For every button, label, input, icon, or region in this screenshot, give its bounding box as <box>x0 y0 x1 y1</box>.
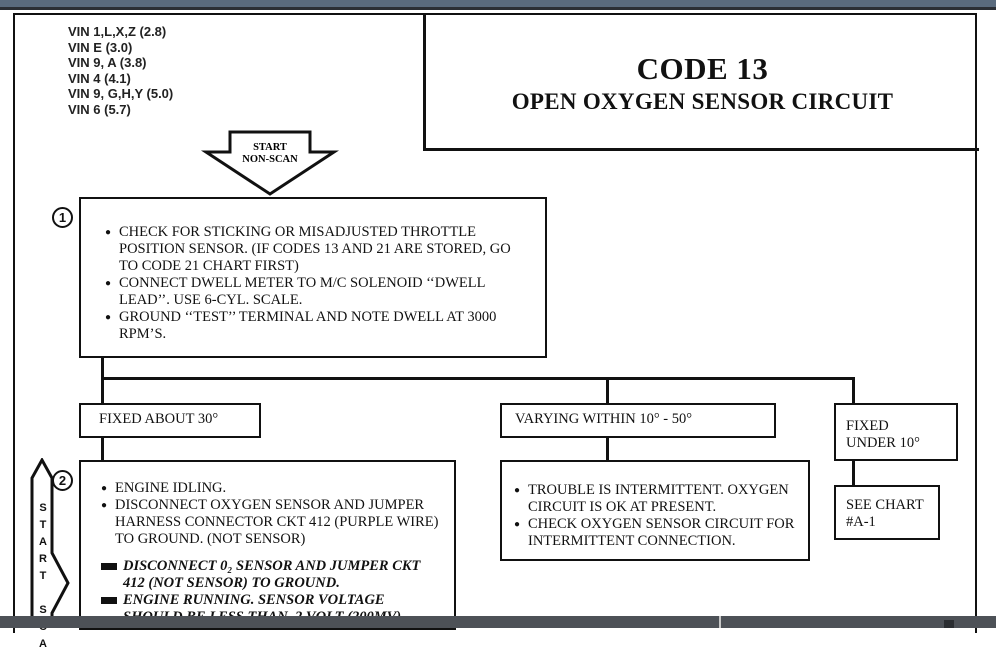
scan-letter: T <box>39 519 47 531</box>
vin-line: VIN 4 (4.1) <box>68 70 131 86</box>
scan-letter: R <box>39 553 47 565</box>
scan-letter <box>36 585 50 602</box>
start-non-scan-arrow-icon: START NON-SCAN <box>200 130 340 196</box>
branch-fixed-30: FIXED ABOUT 30° <box>79 403 261 438</box>
vin-line: VIN E (3.0) <box>68 39 133 55</box>
intermittent-box: TROUBLE IS INTERMITTENT. OXYGEN CIRCUIT … <box>500 460 810 561</box>
step-1-item: CHECK FOR STICKING OR MISADJUSTED THROTT… <box>105 224 515 275</box>
step-2-box: ENGINE IDLING. DISCONNECT OXYGEN SENSOR … <box>79 460 456 630</box>
start-label: START <box>253 142 287 153</box>
see-chart-line: #A-1 <box>846 514 876 530</box>
connector-line <box>606 438 609 461</box>
branch-fixed-under-10-line: UNDER 10° <box>846 435 920 451</box>
scan-item: DISCONNECT 0₂ SENSOR AND JUMPER CKT 412 … <box>101 558 440 592</box>
step-2-item: DISCONNECT OXYGEN SENSOR AND JUMPER HARN… <box>101 497 440 548</box>
resize-handle-icon[interactable] <box>944 620 954 628</box>
scan-letter: T <box>39 570 47 582</box>
vin-line: VIN 9, G,H,Y (5.0) <box>68 86 174 101</box>
step-1-number: 1 <box>52 207 73 228</box>
connector-line <box>852 377 855 403</box>
step-1-item: GROUND ‘‘TEST’’ TERMINAL AND NOTE DWELL … <box>105 309 515 343</box>
intermittent-item: CHECK OXYGEN SENSOR CIRCUIT FOR INTERMIT… <box>514 516 796 550</box>
vin-list: VIN 1,L,X,Z (2.8) VIN E (3.0) VIN 9, A (… <box>68 24 173 117</box>
vin-line: VIN 6 (5.7) <box>68 101 131 117</box>
branch-fixed-under-10-line: FIXED <box>846 418 889 434</box>
document-page-border <box>13 13 977 633</box>
scan-letter: A <box>39 638 47 650</box>
intermittent-item: TROUBLE IS INTERMITTENT. OXYGEN CIRCUIT … <box>514 482 796 516</box>
step-1-box: CHECK FOR STICKING OR MISADJUSTED THROTT… <box>79 197 547 358</box>
branch-varying: VARYING WITHIN 10° - 50° <box>500 403 776 438</box>
code-subtitle: OPEN OXYGEN SENSOR CIRCUIT <box>511 89 894 114</box>
see-chart-box: SEE CHART #A-1 <box>834 485 940 540</box>
window-top-divider <box>0 7 996 10</box>
bottom-bar-divider <box>719 616 721 628</box>
branch-fixed-under-10: FIXED UNDER 10° <box>834 403 958 461</box>
step-2-item: ENGINE IDLING. <box>101 480 440 497</box>
branch-line <box>101 377 855 380</box>
scan-letter: S <box>39 604 47 616</box>
connector-line <box>101 438 104 461</box>
title-box: CODE 13 OPEN OXYGEN SENSOR CIRCUIT <box>423 15 979 151</box>
see-chart-line: SEE CHART <box>846 497 924 513</box>
vin-line: VIN 9, A (3.8) <box>68 55 147 70</box>
connector-line <box>852 461 855 485</box>
start-scan-label: S T A R T S C A <box>36 500 50 653</box>
step-1-item: CONNECT DWELL METER TO M/C SOLENOID ‘‘DW… <box>105 275 515 309</box>
code-title: CODE 13 <box>636 51 769 86</box>
window-bottom-bar <box>0 616 996 628</box>
scan-letter: S <box>39 502 47 514</box>
connector-line <box>101 377 104 403</box>
connector-line <box>606 377 609 403</box>
non-scan-label: NON-SCAN <box>242 154 298 165</box>
vin-line: VIN 1,L,X,Z (2.8) <box>68 24 167 39</box>
connector-line <box>101 358 104 378</box>
start-scan-arrow-icon <box>30 458 70 618</box>
scan-letter: A <box>39 536 47 548</box>
window-top-bar <box>0 0 996 7</box>
